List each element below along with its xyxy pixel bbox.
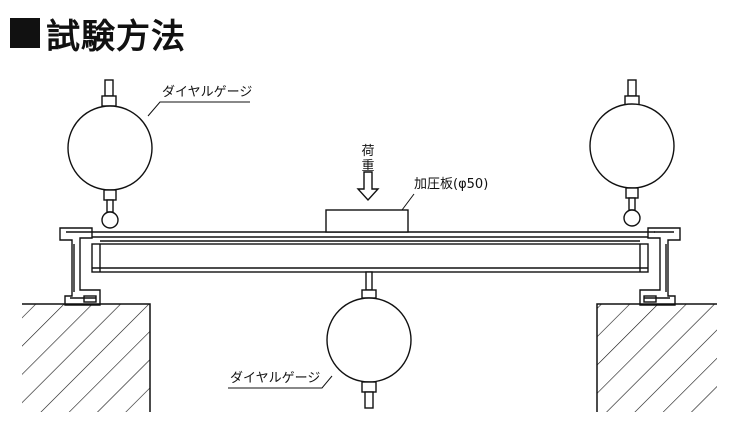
load-label-line1: 荷 <box>361 144 374 159</box>
panel-body <box>91 243 649 273</box>
panel-top-skin <box>86 231 655 242</box>
page-title: 試験方法 <box>10 8 186 58</box>
title-square-marker <box>10 18 40 48</box>
load-arrow-icon <box>356 171 380 202</box>
dial-gauge-top-right-icon <box>589 79 675 227</box>
dial-gauge-top-left-icon <box>67 79 153 229</box>
dial-gauge-bottom-icon <box>326 271 412 409</box>
left-frame-profile <box>59 227 101 306</box>
right-frame-profile <box>639 227 681 306</box>
pressure-plate-label: 加圧板(φ50) <box>414 177 488 192</box>
load-label-line2: 重 <box>361 158 374 174</box>
gauge-top-label: ダイヤルゲージ <box>162 85 252 100</box>
gauge-bottom-label: ダイヤルゲージ <box>230 371 320 386</box>
right-support-block <box>596 303 717 412</box>
left-support-block <box>22 303 151 412</box>
pressure-plate <box>325 209 409 233</box>
title-text: 試験方法 <box>46 16 186 57</box>
